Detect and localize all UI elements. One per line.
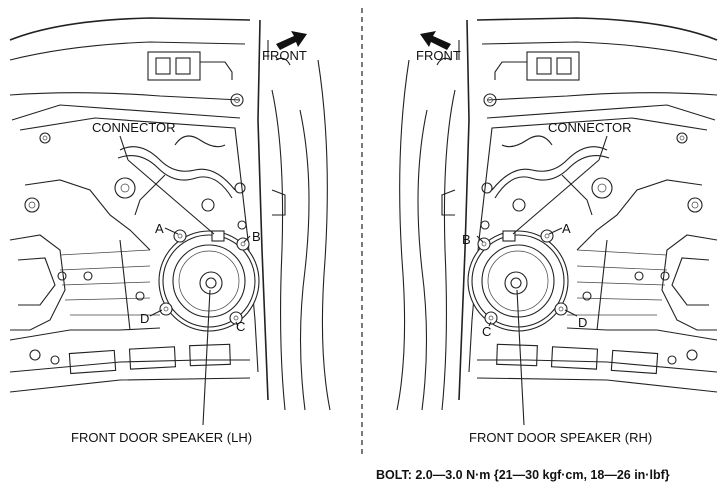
rh-front-label: FRONT bbox=[416, 48, 461, 63]
lh-speaker-drawing bbox=[158, 229, 260, 332]
lh-point-c: C bbox=[236, 319, 246, 334]
rh-point-a: A bbox=[562, 221, 571, 236]
lh-speaker-label: FRONT DOOR SPEAKER (LH) bbox=[71, 430, 253, 445]
rh-point-c: C bbox=[482, 324, 492, 339]
lh-door-panel bbox=[9, 17, 331, 426]
rh-speaker-drawing bbox=[467, 229, 569, 332]
lh-point-b: B bbox=[252, 229, 261, 244]
bolt-torque-spec: BOLT: 2.0—3.0 N·m {21—30 kgf·cm, 18—26 i… bbox=[376, 468, 670, 482]
lh-connector-leader bbox=[119, 135, 129, 161]
rh-connector-label: CONNECTOR bbox=[548, 120, 632, 135]
rh-point-d: D bbox=[578, 315, 588, 330]
lh-point-a: A bbox=[155, 221, 164, 236]
lh-speaker-leader bbox=[202, 289, 211, 426]
rh-door-panel bbox=[396, 17, 718, 426]
front-arrow-left-icon bbox=[420, 31, 451, 50]
rh-point-b: B bbox=[462, 232, 471, 247]
lh-point-d: D bbox=[140, 311, 150, 326]
front-arrow-right-icon bbox=[276, 31, 307, 50]
lh-connector-label: CONNECTOR bbox=[92, 120, 176, 135]
rh-speaker-label: FRONT DOOR SPEAKER (RH) bbox=[469, 430, 653, 445]
lh-front-label: FRONT bbox=[262, 48, 307, 63]
